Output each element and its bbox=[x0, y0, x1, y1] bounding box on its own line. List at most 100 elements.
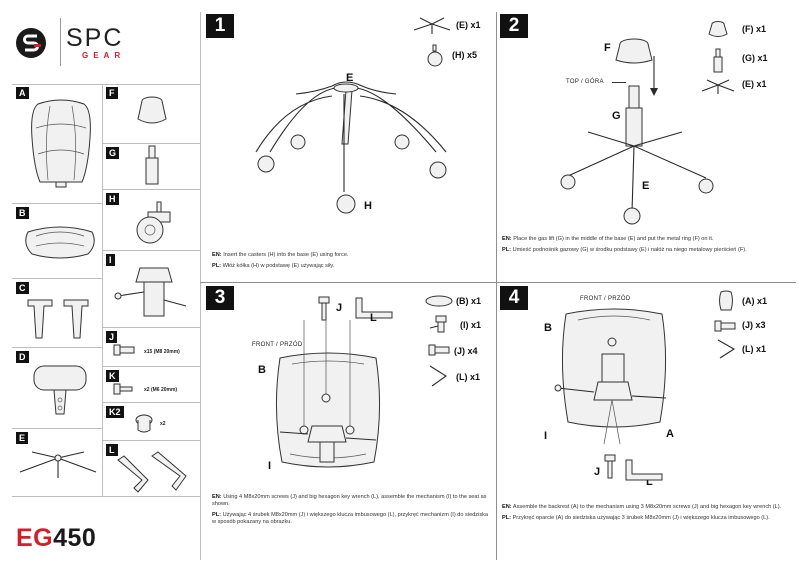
step-2-top-label: TOP / GÓRA bbox=[566, 79, 604, 85]
part-tag-f: F bbox=[106, 87, 118, 99]
base-icon bbox=[413, 17, 451, 34]
step-4-instructions: EN: Assemble the backrest (A) to the mec… bbox=[502, 504, 794, 522]
metal-ring-icon bbox=[137, 96, 167, 124]
hex-key-icon bbox=[625, 459, 663, 481]
screw-m6-icon bbox=[113, 383, 133, 395]
step-3-pl: PL: Używając 4 śrubek M8x20mm (J) i więk… bbox=[212, 512, 492, 526]
cap-icon bbox=[135, 414, 153, 433]
model-name: EG450 bbox=[16, 524, 96, 553]
step-4-part-j: (J) x3 bbox=[742, 320, 766, 330]
step-4-part-l: (L) x1 bbox=[742, 344, 767, 354]
step-3-instructions: EN: Using 4 M8x20mm screws (J) and big h… bbox=[212, 494, 492, 526]
base-icon bbox=[701, 79, 735, 94]
step-1-en: EN: Insert the casters (H) into the base… bbox=[212, 252, 492, 259]
part-tag-e: E bbox=[16, 432, 29, 444]
hex-keys-icon bbox=[117, 451, 187, 493]
parts-rule bbox=[102, 366, 200, 367]
step-1-label-e: E bbox=[346, 72, 354, 84]
backrest-icon bbox=[31, 99, 91, 188]
gas-lift-icon bbox=[145, 145, 159, 185]
part-tag-a: A bbox=[16, 87, 29, 99]
step-4-en-prefix: EN: bbox=[502, 504, 512, 510]
screw-m8-icon bbox=[113, 344, 135, 356]
part-j-qty: x15 (M8 20mm) bbox=[144, 349, 180, 355]
page-divider bbox=[200, 12, 201, 560]
mechanism-icon bbox=[114, 267, 187, 317]
gas-lift-icon bbox=[713, 48, 723, 73]
parts-rule bbox=[102, 250, 200, 251]
step-4-label-l: L bbox=[646, 476, 653, 488]
step-3-seat-assembly bbox=[275, 320, 381, 468]
step-4-pl-prefix: PL: bbox=[502, 515, 512, 521]
step-2-label-e: E bbox=[642, 180, 650, 192]
screw-icon bbox=[714, 320, 736, 332]
headrest-icon bbox=[33, 365, 87, 415]
step-4-label-a: A bbox=[666, 428, 674, 440]
step-4-label-i: I bbox=[544, 430, 548, 442]
parts-column-divider bbox=[102, 84, 103, 496]
step-4-label-b: B bbox=[544, 322, 552, 334]
step-3-pl-text: Używając 4 śrubek M8x20mm (J) i większeg… bbox=[212, 512, 489, 525]
step-2-en-prefix: EN: bbox=[502, 236, 512, 242]
step-3-label-i: I bbox=[268, 460, 272, 472]
step-2-en-text: Place the gas lift (G) in the middle of … bbox=[511, 236, 714, 242]
parts-top-rule bbox=[12, 84, 200, 85]
hex-key-icon bbox=[355, 297, 393, 319]
part-tag-b: B bbox=[16, 207, 29, 219]
step-3-part-j: (J) x4 bbox=[454, 346, 478, 356]
step-1-pl-prefix: PL: bbox=[212, 263, 222, 269]
step-2-label-f: F bbox=[604, 42, 611, 54]
part-tag-c: C bbox=[16, 282, 29, 294]
parts-rule bbox=[12, 203, 102, 204]
step-3-en-text: Using 4 M8x20mm screws (J) and big hexag… bbox=[212, 494, 487, 507]
screw-icon bbox=[318, 296, 330, 321]
step-3-part-l: (L) x1 bbox=[456, 372, 481, 382]
step-1-en-prefix: EN: bbox=[212, 252, 222, 258]
model-number: 450 bbox=[53, 524, 97, 552]
step-1-part-e: (E) x1 bbox=[456, 20, 481, 30]
parts-rule bbox=[12, 347, 102, 348]
steps-vertical-divider bbox=[496, 12, 497, 560]
step-2-assembly bbox=[560, 38, 714, 225]
step-4-en: EN: Assemble the backrest (A) to the mec… bbox=[502, 504, 794, 511]
part-tag-d: D bbox=[16, 351, 29, 363]
steps-horizontal-divider bbox=[200, 282, 796, 283]
parts-rule bbox=[102, 143, 200, 144]
part-tag-g: G bbox=[106, 147, 120, 159]
part-tag-k2: K2 bbox=[106, 406, 124, 418]
step-4-pl: PL: Przykręć oparcie (A) do siedziska uż… bbox=[502, 515, 794, 522]
step-2-pl: PL: Umieść podnośnik gazowy (G) w środku… bbox=[502, 247, 792, 254]
parts-rule bbox=[102, 402, 200, 403]
parts-bottom-rule bbox=[12, 496, 200, 497]
mechanism-icon bbox=[429, 315, 447, 333]
parts-rule bbox=[102, 189, 200, 190]
step-3-front-label: FRONT / PRZÓD bbox=[252, 342, 303, 348]
step-4-label-j: J bbox=[594, 466, 601, 478]
step-3-label-j: J bbox=[336, 302, 343, 314]
step-2-part-g: (G) x1 bbox=[742, 53, 768, 63]
step-1-pl: PL: Włóż kółka (H) w podstawę (E) używaj… bbox=[212, 263, 492, 270]
step-2-part-e: (E) x1 bbox=[742, 79, 767, 89]
step-3-en-prefix: EN: bbox=[212, 494, 222, 500]
brand-name: SPC bbox=[66, 24, 124, 52]
step-4-number: 4 bbox=[500, 286, 528, 310]
step-3-en: EN: Using 4 M8x20mm screws (J) and big h… bbox=[212, 494, 492, 508]
caster-icon bbox=[136, 201, 171, 244]
step-4-en-text: Assemble the backrest (A) to the mechani… bbox=[511, 504, 782, 510]
step-1-instructions: EN: Insert the casters (H) into the base… bbox=[212, 252, 492, 270]
caster-icon bbox=[427, 44, 443, 67]
metal-ring-icon bbox=[708, 21, 728, 37]
step-2-number: 2 bbox=[500, 14, 528, 38]
step-1-label-h: H bbox=[364, 200, 372, 212]
step-4-pl-text: Przykręć oparcie (A) do siedziska używaj… bbox=[511, 515, 770, 521]
model-prefix: EG bbox=[16, 524, 54, 552]
step-2-top-pointer bbox=[612, 82, 626, 83]
part-tag-h: H bbox=[106, 193, 119, 205]
step-4-part-a: (A) x1 bbox=[742, 296, 768, 306]
step-3-pl-prefix: PL: bbox=[212, 512, 222, 518]
step-3-label-l: L bbox=[370, 312, 377, 324]
step-4-front-label: FRONT / PRZÓD bbox=[580, 296, 631, 302]
step-1-number: 1 bbox=[206, 14, 234, 38]
base-icon bbox=[19, 451, 97, 478]
step-4-backrest-assembly bbox=[554, 308, 667, 445]
